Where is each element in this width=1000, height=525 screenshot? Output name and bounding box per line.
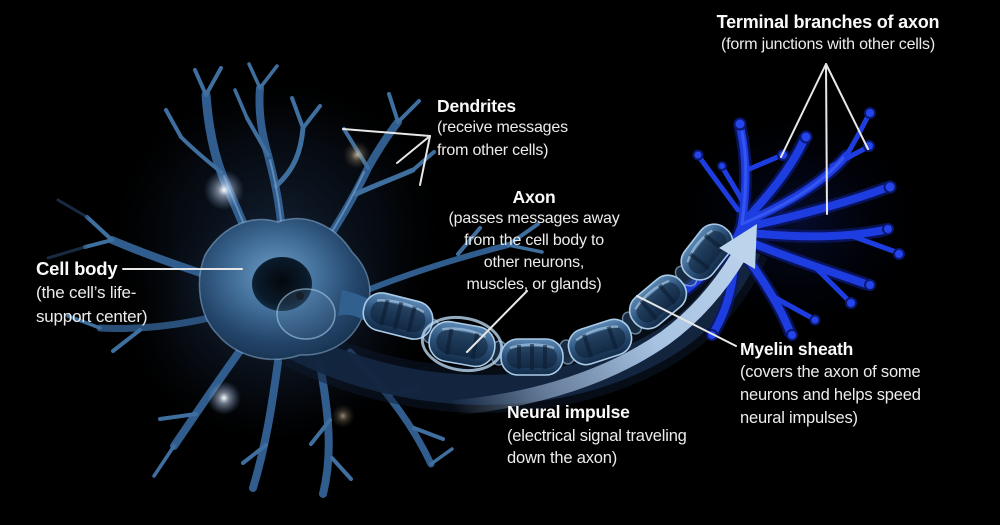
pointer-line-terminal-3 (825, 63, 869, 150)
terminal-branches-desc: (form junctions with other cells) (721, 36, 935, 53)
cell-body-shape (198, 217, 382, 361)
neural-impulse-title: Neural impulse (507, 402, 630, 422)
myelin-sheath-desc-line2: neurons and helps speed (740, 386, 921, 404)
dendrites-desc-line1: (receive messages (437, 119, 568, 136)
neural-impulse-desc-line2: down the axon) (507, 449, 618, 467)
terminal-branches-title: Terminal branches of axon (716, 12, 940, 32)
myelin-capsules (362, 223, 734, 376)
impulse-arrowhead (719, 224, 757, 269)
pointer-line-axon (466, 290, 528, 353)
axon-desc-line1: (passes messages away (448, 210, 620, 227)
label-dendrites: Dendrites (receive messages from other c… (437, 95, 568, 162)
label-cell-body: Cell body (the cell’s life- support cent… (36, 256, 148, 328)
neural-impulse-arrow (444, 224, 757, 416)
glow-spots (204, 141, 371, 428)
label-terminal-branches: Terminal branches of axon (form junction… (688, 11, 968, 55)
pointer-line-dendrites-1 (342, 128, 431, 137)
myelin-sheath-desc-line1: (covers the axon of some (740, 363, 921, 381)
pointer-line-myelin (636, 295, 737, 347)
neural-impulse-desc-line1: (electrical signal traveling (507, 427, 687, 445)
myelin-sheath-title: Myelin sheath (740, 339, 854, 359)
label-neural-impulse: Neural impulse (electrical signal travel… (507, 400, 687, 469)
cell-body-desc-line1: (the cell’s life- (36, 283, 137, 302)
pointer-line-terminal-1 (780, 63, 827, 158)
nucleolus-ring (276, 288, 336, 340)
cell-body-title: Cell body (36, 258, 118, 279)
pointer-line-terminal-2 (825, 63, 828, 215)
cell-body-desc-line2: support center) (36, 306, 148, 326)
label-myelin-sheath: Myelin sheath (covers the axon of some n… (740, 337, 921, 430)
axon-myelin-shape (362, 223, 734, 376)
axon-desc-line3: other neurons, (483, 254, 585, 271)
terminal-bulbs (692, 107, 905, 341)
pointer-lines (122, 63, 869, 353)
dendrites-desc-line2: from other cells) (437, 141, 549, 159)
myelin-sheath-desc-line3: neural impulses) (740, 409, 858, 427)
dendrites-title: Dendrites (437, 96, 516, 116)
pointer-line-dendrites-2 (396, 135, 431, 164)
label-axon: Axon (passes messages away from the cell… (420, 186, 648, 296)
pointer-line-dendrites-3 (419, 135, 431, 186)
axon-desc-line2: from the cell body to (464, 232, 604, 249)
axon-desc-line4: muscles, or glands) (466, 276, 602, 293)
axon-title: Axon (512, 187, 556, 207)
